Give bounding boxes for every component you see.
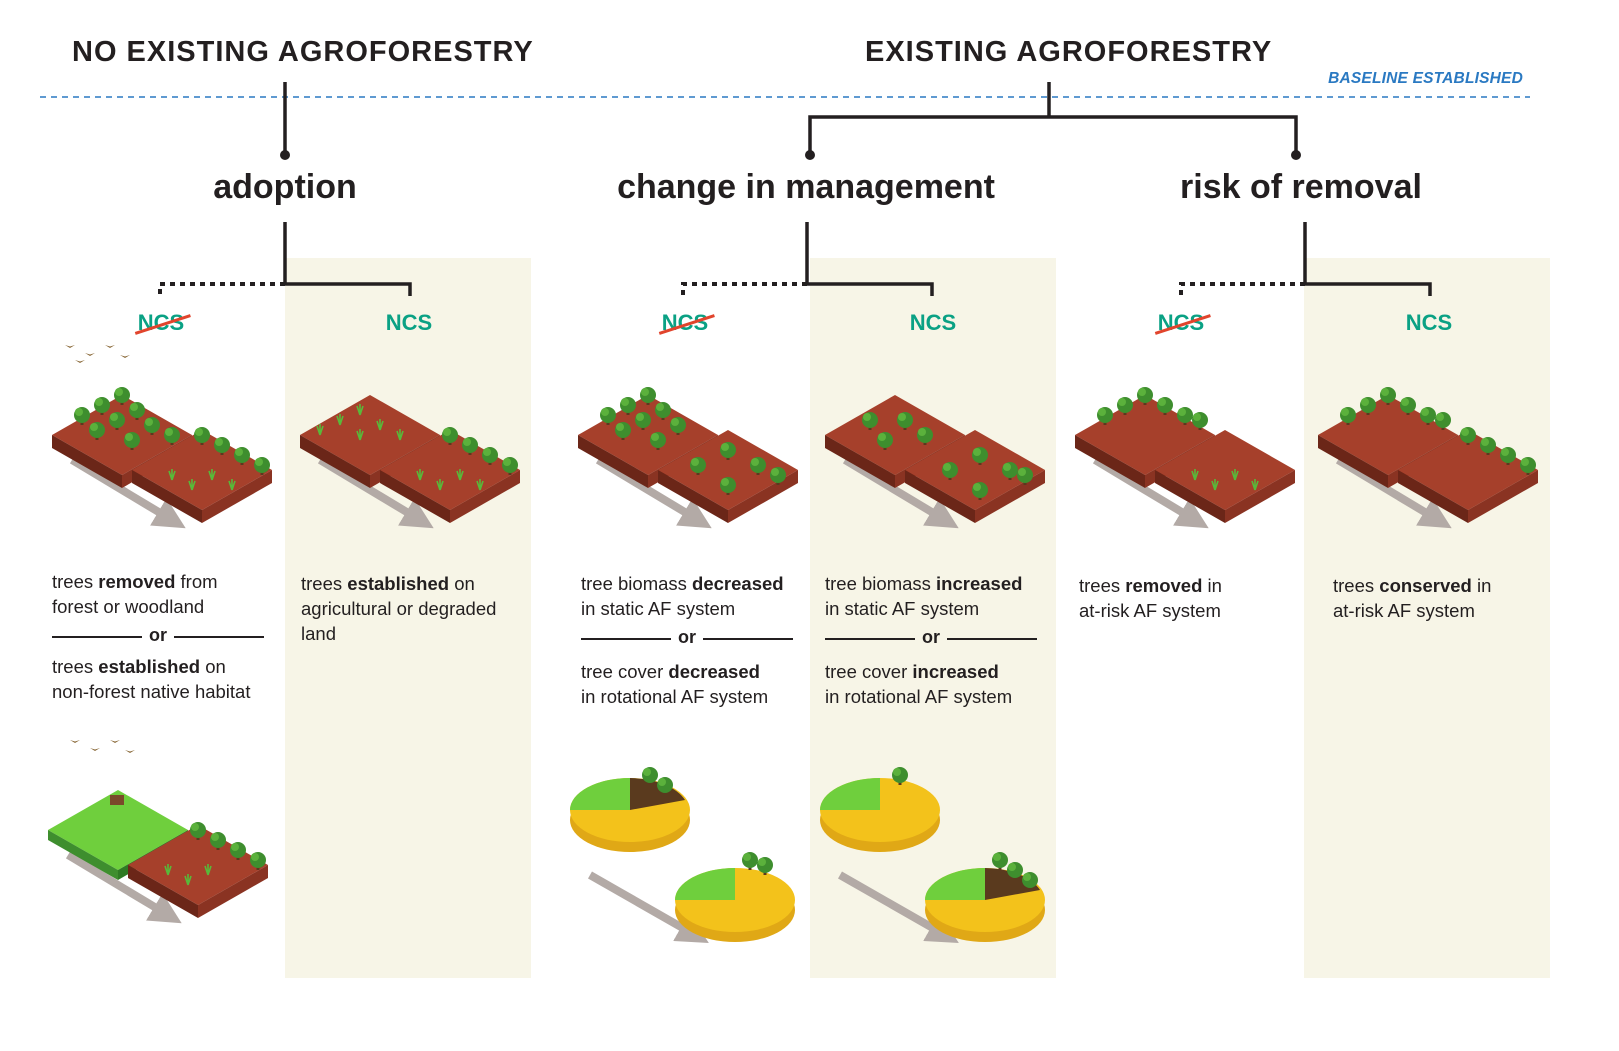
plot-illustration: [825, 395, 1045, 529]
desc-cover-increased: tree cover increased in rotational AF sy…: [825, 661, 1013, 707]
desc-trees-established-agricultural: trees established on agricultural or deg…: [301, 573, 497, 644]
plot-illustration: [1075, 387, 1295, 529]
not-ncs-label-adoption: NCS: [134, 310, 191, 336]
desc-biomass-decreased: tree biomass decreased in static AF syst…: [581, 573, 784, 619]
plot-illustration: [52, 387, 272, 529]
plot-illustration: [300, 395, 520, 529]
desc-cover-decreased: tree cover decreased in rotational AF sy…: [581, 661, 769, 707]
plot-illustration: [1318, 387, 1538, 529]
desc-trees-conserved-at-risk: trees conserved in at-risk AF system: [1333, 575, 1492, 621]
desc-trees-removed-forest: trees removed from forest or woodland: [52, 571, 218, 617]
heading-no-existing-agroforestry: NO EXISTING AGROFORESTRY: [72, 36, 534, 68]
not-ncs-label-risk: NCS: [1154, 310, 1211, 336]
category-change-in-management: change in management: [617, 168, 995, 206]
or-divider: or: [52, 625, 264, 649]
category-adoption: adoption: [213, 168, 357, 206]
or-divider: or: [581, 627, 793, 651]
not-ncs-label-change: NCS: [658, 310, 715, 336]
ncs-label-adoption: NCS: [385, 310, 433, 335]
desc-trees-established-habitat: trees established on non-forest native h…: [52, 656, 251, 702]
or-divider: or: [825, 627, 1037, 651]
ncs-label-risk: NCS: [1405, 310, 1453, 335]
ncs-label-change: NCS: [909, 310, 957, 335]
plot-illustration: [578, 387, 798, 529]
heading-existing-agroforestry: EXISTING AGROFORESTRY: [865, 36, 1273, 68]
desc-trees-removed-at-risk: trees removed in at-risk AF system: [1079, 575, 1222, 621]
pie-illustration: [570, 767, 795, 943]
ncs-panel-risk: [1304, 258, 1550, 978]
ncs-panel-adoption: [285, 258, 531, 978]
ncs-panel-change: [810, 258, 1056, 978]
baseline-established-label: BASELINE ESTABLISHED: [1328, 70, 1523, 87]
desc-biomass-increased: tree biomass increased in static AF syst…: [825, 573, 1023, 619]
pie-illustration: [820, 767, 1045, 943]
category-risk-of-removal: risk of removal: [1180, 168, 1422, 206]
plot-illustration: [48, 790, 268, 924]
